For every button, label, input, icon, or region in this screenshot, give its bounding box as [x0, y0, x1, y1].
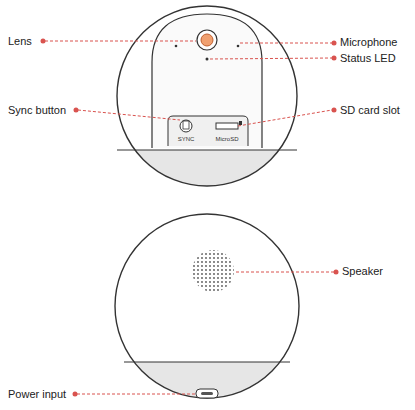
power-port	[196, 389, 218, 398]
part-label: Speaker	[342, 265, 383, 278]
port-marking: SYNC	[178, 136, 195, 143]
part-label: Sync button	[8, 104, 66, 117]
part-label: Lens	[8, 35, 32, 48]
port-marking: MicroSD	[215, 136, 238, 143]
part-label: Status LED	[340, 52, 396, 65]
part-label: SD card slot	[340, 104, 400, 117]
part-label: Microphone	[340, 36, 397, 49]
leader-dots	[41, 39, 339, 397]
camera-back	[100, 214, 320, 402]
part-label: Power input	[8, 388, 66, 401]
camera-front	[100, 6, 320, 190]
speaker-grille	[190, 249, 236, 293]
leader-lines	[45, 41, 334, 394]
